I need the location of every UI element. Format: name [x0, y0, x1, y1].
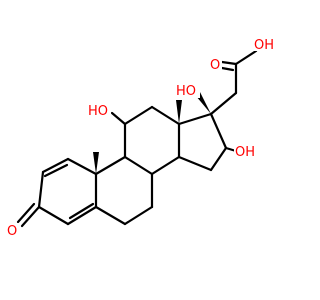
atom-labels: O HO HO OH O OH: [6, 37, 276, 239]
bond-c3-o: [20, 205, 41, 228]
bond-c15-c14: [177, 155, 213, 172]
hydroxyl-11-label: HO: [88, 104, 108, 119]
bond-c17-ch2: [209, 91, 238, 116]
ketone-oxygen-label: O: [7, 224, 17, 239]
bond-c4-c5-double: [68, 202, 95, 220]
bond-c13-c17: [177, 112, 213, 126]
bond-c5-c6: [94, 205, 127, 226]
bonds: [16, 49, 258, 228]
bond-cooh-oh: [234, 49, 258, 66]
bond-c14-c8: [150, 155, 181, 176]
wedge-c13-methyl: [176, 100, 182, 124]
hydroxyl-17-label: HO: [176, 84, 196, 99]
bond-c10-c1: [66, 157, 98, 176]
bond-c12-c13: [150, 105, 181, 126]
acid-hydroxyl-label: OH: [254, 38, 274, 53]
bond-c6-c7: [123, 205, 154, 226]
bond-c8-c9: [123, 155, 154, 176]
bond-c17-c16: [209, 112, 228, 150]
acid-carbonyl-oxygen-label: O: [210, 58, 220, 73]
bond-cooh-o-double: [220, 66, 235, 72]
bond-c1-c2-double: [43, 163, 69, 178]
hydroxyl-16-label: OH: [235, 145, 255, 160]
bond-c11-oh: [110, 111, 127, 126]
structure-canvas: O HO HO OH O OH: [6, 37, 276, 239]
bond-c3-o-double: [16, 202, 36, 224]
bond-c4-c5: [66, 205, 98, 226]
wedge-c10-methyl: [93, 152, 99, 174]
bond-c9-c10: [94, 155, 127, 176]
bond-c1-c2: [41, 157, 70, 174]
bond-c11-c12: [123, 105, 154, 126]
bond-cooh-o: [220, 60, 238, 66]
bond-c2-c3: [37, 170, 45, 209]
bond-c16-c15: [209, 146, 228, 172]
bond-c3-c4: [37, 205, 70, 226]
